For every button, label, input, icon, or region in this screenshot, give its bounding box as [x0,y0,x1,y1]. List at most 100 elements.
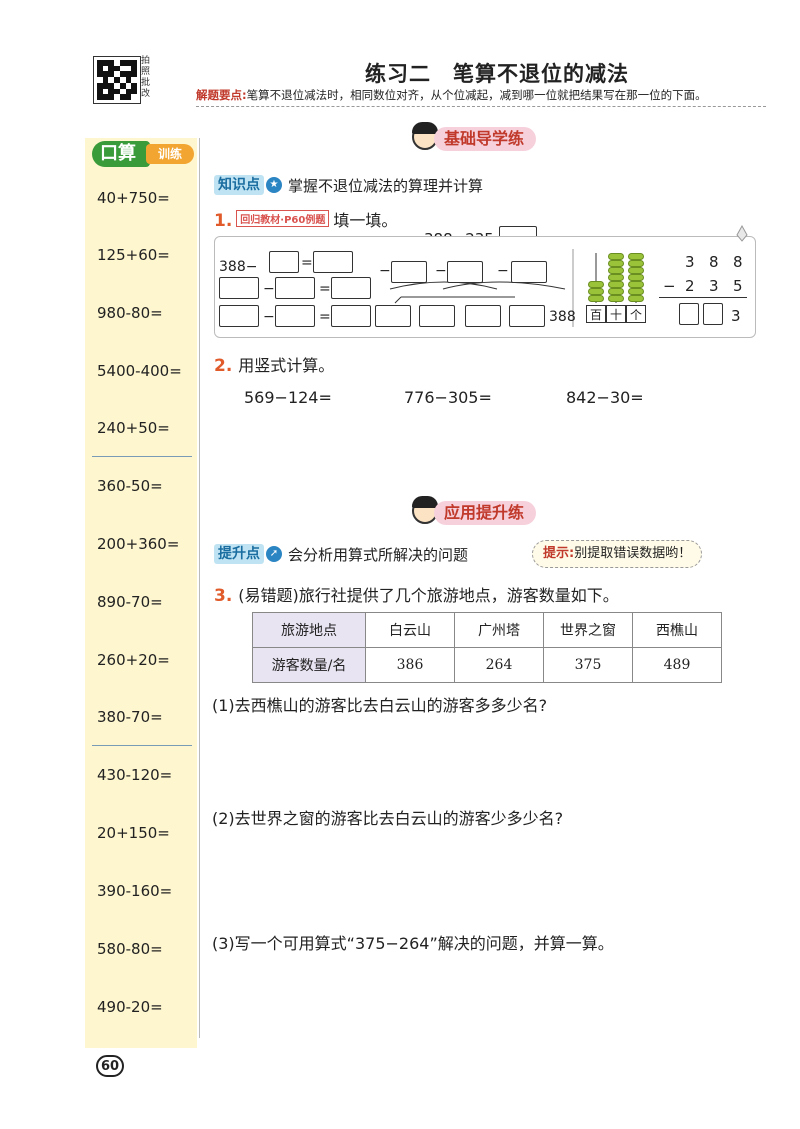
fill-box[interactable] [275,277,315,299]
knowledge-tag: 知识点 [214,175,264,195]
rocket-icon [735,224,749,243]
tip-bar: 解题要点:笔算不退位减法时，相同数位对齐，从个位减起，减到哪一位就把结果写在那一… [196,87,707,103]
minus-sign: − [497,263,509,279]
oral-training-column [85,138,197,1048]
fill-box[interactable] [465,305,501,327]
qr-code[interactable] [93,56,141,104]
fill-box[interactable] [447,261,483,283]
abacus-bead [588,295,604,302]
abacus-bead [608,288,624,295]
student-face-icon [412,122,438,150]
abacus-bead [608,281,624,288]
oral-training-header: 口算 训练 [92,141,196,167]
vertical-bottom-digit: 2 [685,277,695,295]
oral-item: 260+20= [97,651,170,669]
count-cell: 375 [543,647,633,683]
equals-sign: = [301,255,313,271]
knowledge-text: 掌握不退位减法的算理并计算 [288,176,484,195]
answer-last-digit: 3 [731,307,741,325]
minus-sign: − [435,263,447,279]
count-cell: 489 [632,647,722,683]
tourist-table: 旅游地点 白云山 广州塔 世界之窗 西樵山 游客数量/名 386 264 375… [252,612,722,683]
oral-separator [92,456,192,457]
abacus-rod [595,253,597,303]
oral-item: 20+150= [97,824,170,842]
oral-item: 5400-400= [97,362,182,380]
abacus-bead [608,274,624,281]
fill-box[interactable] [511,261,547,283]
sub-question: (2)去世界之窗的游客比去白云山的游客少多少名? [212,809,564,828]
question-text: 用竖式计算。 [238,356,335,375]
minus-sign: − [263,309,275,325]
oral-item: 580-80= [97,940,163,958]
vertical-top-digit: 8 [733,253,743,271]
oral-item: 490-20= [97,998,163,1016]
oral-item: 200+360= [97,535,180,553]
vertical-top-digit: 3 [685,253,695,271]
table-row: 旅游地点 白云山 广州塔 世界之窗 西樵山 [252,612,722,648]
tip-text: 笔算不退位减法时，相同数位对齐，从个位减起，减到哪一位就把结果写在那一位的下面。 [246,88,707,102]
table-header-label: 旅游地点 [252,612,366,648]
number-388: 388 [549,309,576,325]
fill-box[interactable] [391,261,427,283]
question-3-heading: 3.(易错题)旅行社提供了几个旅游地点，游客数量如下。 [214,582,619,606]
fill-box[interactable] [275,305,315,327]
abacus-bead [628,295,644,302]
tip-label: 解题要点: [196,88,247,102]
oral-separator [92,745,192,746]
abacus-bead [628,260,644,267]
place-cell: 西樵山 [632,612,722,648]
fill-box[interactable] [313,251,353,273]
fill-box[interactable] [331,277,371,299]
fill-box[interactable] [509,305,545,327]
oral-label-a: 口算 [92,141,150,167]
oral-item: 125+60= [97,246,170,264]
count-cell: 264 [454,647,544,683]
question-number: 2. [214,356,233,376]
question-1-heading: 1.回归教材·P60例题填一填。 [214,207,397,231]
oral-item: 890-70= [97,593,163,611]
section-title: 应用提升练 [434,501,537,525]
vertical-line [659,297,747,298]
vertical-bottom-digit: 3 [709,277,719,295]
fill-box[interactable] [331,305,371,327]
fill-box[interactable] [375,305,411,327]
abacus-bead [588,288,604,295]
calc-item: 842−30= [566,388,644,407]
place-value-ones: 个 [626,305,646,323]
column-divider [199,138,200,1038]
fill-box[interactable] [219,277,259,299]
abacus-bead [608,260,624,267]
oral-item: 390-160= [97,882,173,900]
vertical-minus: − [663,277,676,295]
abacus-bead [608,295,624,302]
fill-box[interactable] [419,305,455,327]
abacus-bead [628,274,644,281]
qr-side-text: 拍照批改 [141,56,151,99]
minus-sign: − [379,263,391,279]
equals-sign: = [319,309,331,325]
minus-sign: − [263,281,275,297]
arrow-icon: ➚ [266,546,282,562]
fill-box[interactable] [219,305,259,327]
place-cell: 白云山 [365,612,455,648]
sub-question: (1)去西樵山的游客比去白云山的游客多多少名? [212,696,548,715]
fill-box[interactable] [269,251,299,273]
hint-label: 提示: [543,546,575,561]
oral-item: 240+50= [97,419,170,437]
header-divider [196,106,766,107]
place-cell: 广州塔 [454,612,544,648]
oral-item: 380-70= [97,708,163,726]
knowledge-point: 知识点 ★ 掌握不退位减法的算理并计算 [214,175,483,195]
question-number: 1. [214,211,233,231]
oral-label-b: 训练 [146,144,194,164]
page-title: 练习二 笔算不退位的减法 [365,62,629,86]
improvement-tag: 提升点 [214,544,264,564]
answer-digit-box[interactable] [679,303,699,325]
oral-item: 980-80= [97,304,163,322]
oral-item: 360-50= [97,477,163,495]
hint-bubble: 提示:别提取错误数据哟！ [532,540,703,568]
question-text: 填一填。 [333,211,398,230]
question-text: (易错题)旅行社提供了几个旅游地点，游客数量如下。 [238,586,619,605]
answer-digit-box[interactable] [703,303,723,325]
